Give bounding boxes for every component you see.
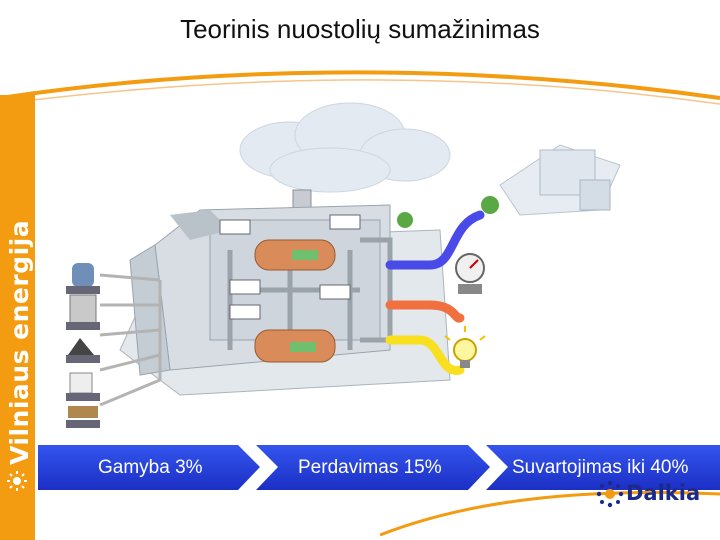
light-bulb-icon [444,326,486,368]
dalkia-logo-icon [596,480,624,508]
meter-icon [455,253,485,294]
stage-consumption: Suvartojimas iki 40% [512,457,689,478]
city-buildings-icon [397,144,621,228]
sidebar [0,95,35,540]
boiler-upper [254,239,336,271]
stage-transmission: Perdavimas 15% [298,457,442,478]
coal-icon [66,338,100,363]
page-title: Teorinis nuostolių sumažinimas [180,14,540,44]
gas-tank-icon [66,263,100,294]
wood-icon [66,406,100,428]
electricity-pipe [385,335,465,375]
waste-icon [66,372,100,401]
heat-pipe [385,210,485,270]
fuel-lines [99,273,162,407]
top-swoosh [0,70,720,105]
chevron-right-icon [468,445,508,490]
power-plant-diagram [66,102,621,428]
brand-vertical: Vilniaus energija [5,219,34,465]
oil-barrel-icon [66,294,100,330]
steam-cloud-icon [239,102,451,193]
steam-pipe [385,300,465,323]
stages-bar: Gamyba 3% Perdavimas 15% Suvartojimas ik… [38,445,720,490]
stage-generation: Gamyba 3% [98,457,203,478]
boiler-lower [254,329,336,363]
info-labels [219,214,361,320]
dalkia-logo-text: Dalkia [626,481,701,505]
bottom-swoosh [380,491,720,537]
sun-icon [7,471,27,491]
chevron-right-icon [238,445,278,490]
